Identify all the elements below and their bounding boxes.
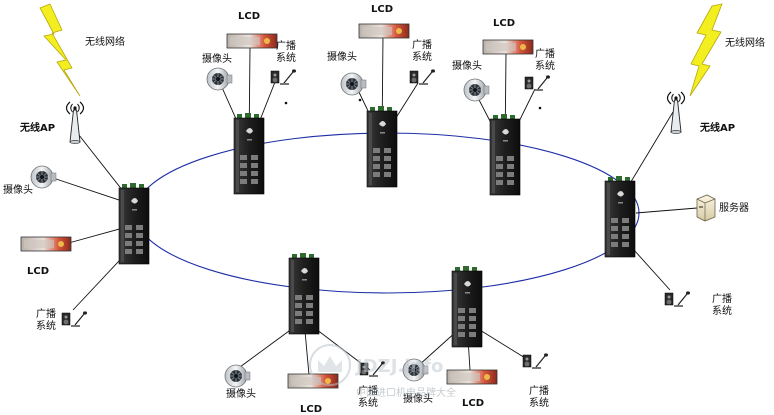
label-wireless-ap-left: 无线AP [19, 121, 55, 134]
label-lcd-top-left: LCD [238, 11, 260, 22]
broadcast-bottom-right-icon [522, 352, 549, 369]
switch-right [604, 175, 636, 258]
label-camera-top-left: 摄像头 [202, 52, 232, 65]
watermark: JDZJ.info 中国进口机电品牌大全 [309, 344, 456, 399]
broadcast-top-left-icon [270, 68, 297, 85]
lcd-left-icon [20, 236, 72, 252]
label-wireless-ap-right: 无线AP [699, 121, 735, 134]
watermark-subtitle: 中国进口机电品牌大全 [356, 386, 456, 399]
label-broadcast-bottom-right: 广播系统 [529, 384, 549, 409]
label-lcd-bottom-left: LCD [300, 404, 322, 415]
label-wireless-network-left: 无线网络 [85, 35, 125, 48]
lightning-bolt-right-icon [689, 3, 723, 97]
wireless-ap-right-icon [666, 91, 686, 135]
label-camera-bottom-right: 摄像头 [403, 392, 433, 405]
label-lcd-top-middle: LCD [371, 4, 393, 15]
label-server: 服务器 [719, 201, 749, 214]
label-broadcast-left: 广播系统 [36, 307, 56, 332]
label-lcd-top-right: LCD [493, 18, 515, 29]
label-broadcast-top-right: 广播系统 [535, 47, 555, 72]
switch-bottom-right [451, 265, 483, 348]
broadcast-right-icon [664, 290, 691, 307]
broadcast-left-icon [61, 310, 88, 327]
camera-top-right-icon [463, 78, 490, 102]
lightning-bolt-left-icon [39, 3, 81, 97]
label-camera-left: 摄像头 [3, 183, 33, 196]
lcd-top-right-icon [482, 39, 534, 55]
watermark-brand: JDZJ.info [354, 356, 443, 377]
lcd-top-left-icon [226, 33, 278, 49]
camera-bottom-left-icon [224, 364, 251, 388]
label-lcd-bottom-right: LCD [462, 398, 484, 409]
label-camera-top-middle: 摄像头 [327, 50, 357, 63]
switch-bottom-left [288, 252, 320, 335]
switch-top-right [489, 113, 521, 196]
label-wireless-network-right: 无线网络 [725, 36, 765, 49]
switch-left [118, 182, 150, 265]
server-icon [696, 194, 716, 222]
lcd-bottom-right-icon [446, 369, 498, 385]
switch-top-left [233, 112, 265, 195]
broadcast-top-right-icon [524, 74, 551, 91]
label-camera-top-right: 摄像头 [452, 59, 482, 72]
label-camera-bottom-left: 摄像头 [226, 387, 256, 400]
camera-top-middle-icon [340, 72, 367, 96]
broadcast-top-middle-icon [409, 68, 436, 85]
lcd-top-middle-icon [358, 23, 410, 39]
label-broadcast-top-middle: 广播系统 [412, 38, 432, 63]
camera-top-left-icon [206, 67, 233, 91]
switch-top-middle [366, 105, 398, 188]
camera-left-icon [30, 165, 57, 189]
label-broadcast-top-left: 广播系统 [276, 39, 296, 64]
label-broadcast-right: 广播系统 [712, 292, 732, 317]
label-broadcast-bottom-left: 广播系统 [358, 384, 378, 409]
label-lcd-left: LCD [27, 266, 49, 277]
